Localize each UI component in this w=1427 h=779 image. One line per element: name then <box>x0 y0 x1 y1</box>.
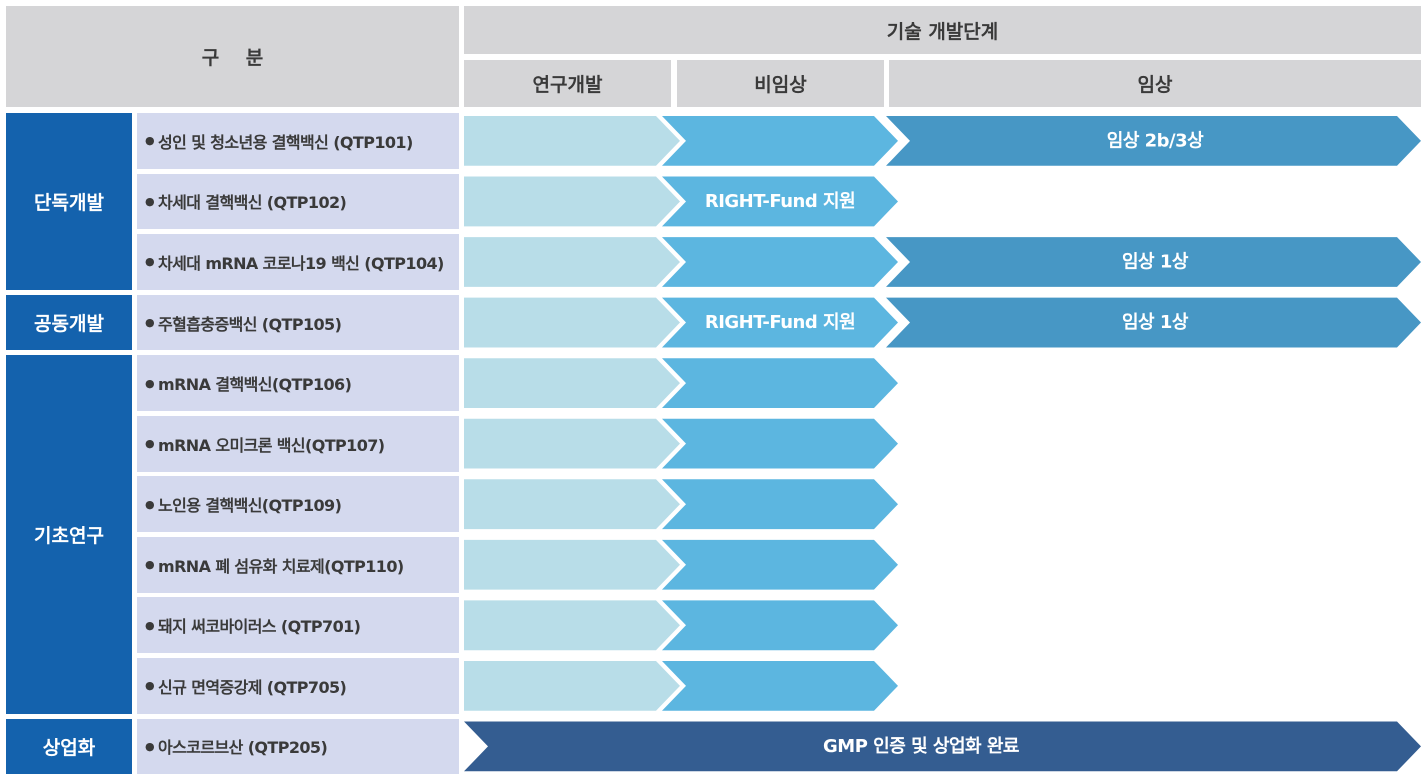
bullet-icon: ● <box>145 618 155 632</box>
arrow-research-2 <box>464 237 680 287</box>
arrow-clinical-3 <box>886 297 1421 348</box>
bullet-icon: ● <box>145 437 155 451</box>
category-label-2: 기초연구 <box>6 355 132 714</box>
arrow-clinical-0 <box>886 116 1421 166</box>
bullet-icon: ● <box>145 679 155 693</box>
arrow-preclinical-7 <box>662 539 898 590</box>
arrow-preclinical-1 <box>662 176 898 227</box>
bullet-icon: ● <box>145 316 155 330</box>
bullet-icon: ● <box>145 134 155 148</box>
arrow-preclinical-8 <box>662 600 898 651</box>
item-row-6: ●노인용 결핵백신(QTP109) <box>137 476 459 533</box>
arrow-research-7 <box>464 539 680 590</box>
stage-title-header: 기술 개발단계 <box>464 6 1421 54</box>
arrow-preclinical-2 <box>662 237 898 287</box>
item-row-10: ●아스코르브산 (QTP205) <box>137 718 459 775</box>
stage-header-research: 연구개발 <box>464 60 671 107</box>
item-row-4: ●mRNA 결핵백신(QTP106) <box>137 355 459 411</box>
bullet-icon: ● <box>145 376 155 390</box>
item-name: 노인용 결핵백신(QTP109) <box>158 496 342 516</box>
stage-label-10: GMP 인증 및 상업화 완료 <box>823 736 1019 757</box>
arrow-research-9 <box>464 660 680 711</box>
division-header: 구 분 <box>6 6 459 107</box>
arrow-research-4 <box>464 358 680 408</box>
item-name: mRNA 오미크론 백신(QTP107) <box>158 435 385 455</box>
bullet-icon: ● <box>145 255 155 269</box>
bullet-icon: ● <box>145 194 155 208</box>
stage-label-0: 임상 2b/3상 <box>1107 130 1204 151</box>
arrow-preclinical-6 <box>662 479 898 530</box>
item-row-8: ●돼지 써코바이러스 (QTP701) <box>137 597 459 654</box>
item-name: 성인 및 청소년용 결핵백신 (QTP101) <box>158 132 413 152</box>
arrow-research-3 <box>464 297 680 348</box>
stage-label-2: 임상 1상 <box>1122 252 1189 273</box>
item-row-5: ●mRNA 오미크론 백신(QTP107) <box>137 415 459 472</box>
stage-header-preclinical: 비임상 <box>677 60 884 107</box>
arrow-research-0 <box>464 116 680 166</box>
stage-label-1: RIGHT-Fund 지원 <box>705 191 855 212</box>
category-label-1: 공동개발 <box>6 294 132 351</box>
arrow-research-5 <box>464 418 680 469</box>
category-label-3: 상업화 <box>6 718 132 775</box>
bullet-icon: ● <box>145 497 155 511</box>
arrow-preclinical-5 <box>662 418 898 469</box>
item-row-3: ●주혈흡충증백신 (QTP105) <box>137 294 459 351</box>
arrow-preclinical-3 <box>662 297 898 348</box>
item-row-9: ●신규 면역증강제 (QTP705) <box>137 657 459 714</box>
arrow-commercial-10 <box>464 721 1421 772</box>
arrow-research-1 <box>464 176 680 227</box>
item-row-7: ●mRNA 폐 섬유화 치료제(QTP110) <box>137 536 459 593</box>
item-name: mRNA 결핵백신(QTP106) <box>158 375 352 395</box>
stage-label2-3: 임상 1상 <box>1122 312 1189 333</box>
item-name: 아스코르브산 (QTP205) <box>158 738 328 758</box>
arrow-research-8 <box>464 600 680 651</box>
item-name: 주혈흡충증백신 (QTP105) <box>158 314 342 334</box>
item-name: 신규 면역증강제 (QTP705) <box>158 677 347 697</box>
item-name: mRNA 폐 섬유화 치료제(QTP110) <box>158 556 404 576</box>
category-label-0: 단독개발 <box>6 113 132 290</box>
arrow-research-6 <box>464 479 680 530</box>
bullet-icon: ● <box>145 739 155 753</box>
item-row-2: ●차세대 mRNA 코로나19 백신 (QTP104) <box>137 234 459 290</box>
stage-label-3: RIGHT-Fund 지원 <box>705 312 855 333</box>
arrow-preclinical-9 <box>662 660 898 711</box>
arrow-clinical-2 <box>886 237 1421 287</box>
item-name: 차세대 mRNA 코로나19 백신 (QTP104) <box>158 253 444 273</box>
bullet-icon: ● <box>145 558 155 572</box>
item-name: 돼지 써코바이러스 (QTP701) <box>158 617 361 637</box>
item-row-1: ●차세대 결핵백신 (QTP102) <box>137 173 459 230</box>
stage-header-clinical: 임상 <box>889 60 1421 107</box>
item-row-0: ●성인 및 청소년용 결핵백신 (QTP101) <box>137 113 459 169</box>
item-name: 차세대 결핵백신 (QTP102) <box>158 193 347 213</box>
arrow-preclinical-0 <box>662 116 898 166</box>
arrow-preclinical-4 <box>662 358 898 408</box>
